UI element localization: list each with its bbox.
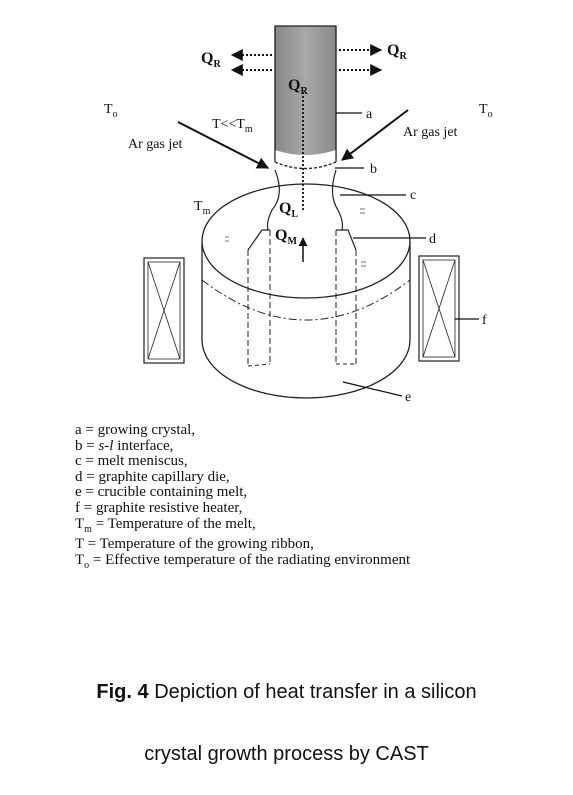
heater-right: [418, 255, 460, 362]
label-ql: QL: [279, 200, 298, 220]
legend-item-c: c = melt meniscus,: [75, 453, 188, 470]
legend-item-to: To = Effective temperature of the radiat…: [75, 551, 411, 571]
label-f: f: [482, 313, 487, 328]
caption-figure-number: Fig. 4: [96, 681, 149, 703]
label-tm: Tm: [194, 199, 211, 217]
leader-e: [342, 381, 403, 397]
legend-item-f: f = graphite resistive heater,: [75, 499, 243, 516]
caption-line-1: Fig. 4 Depiction of heat transfer in a s…: [96, 681, 477, 703]
crucible: [201, 183, 411, 399]
label-t-less-tm: T<<Tm: [212, 117, 253, 135]
label-to-left: To: [104, 102, 118, 120]
legend: a = growing crystal, b = s-l interface, …: [75, 422, 545, 573]
radiation-arrows-right: [339, 44, 383, 76]
legend-item-t: T = Temperature of the growing ribbon,: [75, 536, 314, 553]
label-qr-right: QR: [387, 42, 407, 62]
label-d: d: [429, 232, 436, 247]
growing-crystal: [274, 25, 337, 170]
caption-line-2: crystal growth process by CAST: [144, 743, 429, 765]
legend-item-d: d = graphite capillary die,: [75, 468, 230, 485]
melt-surface-ticks: [225, 208, 366, 267]
label-e: e: [405, 390, 411, 405]
legend-item-b: b = s-l interface,: [75, 437, 174, 454]
label-b: b: [370, 162, 377, 177]
label-c: c: [410, 188, 416, 203]
legend-item-e: e = crucible containing melt,: [75, 484, 248, 501]
heater-left: [143, 257, 185, 364]
label-qm: QM: [275, 227, 297, 247]
figure-caption: Fig. 4 Depiction of heat transfer in a s…: [0, 676, 573, 770]
label-to-right: To: [479, 102, 493, 120]
radiation-arrows-left: [230, 49, 272, 76]
capillary-die: [247, 229, 357, 367]
legend-item-a: a = growing crystal,: [75, 422, 196, 438]
label-qr-center: QR: [288, 77, 308, 97]
ar-gas-jet-right-arrow: [341, 109, 409, 161]
label-ar-gas-jet-left: Ar gas jet: [128, 137, 183, 152]
ar-gas-jet-left-arrow: [177, 121, 270, 169]
legend-item-tm: Tm = Temperature of the melt,: [75, 515, 256, 535]
heat-transfer-diagram: QR QR QR QL QM To To T<<Tm Tm Ar gas jet…: [104, 25, 493, 405]
label-ar-gas-jet-right: Ar gas jet: [403, 125, 458, 140]
melt-meniscus: [266, 169, 344, 231]
label-a: a: [366, 107, 373, 122]
label-qr-left: QR: [201, 50, 221, 70]
